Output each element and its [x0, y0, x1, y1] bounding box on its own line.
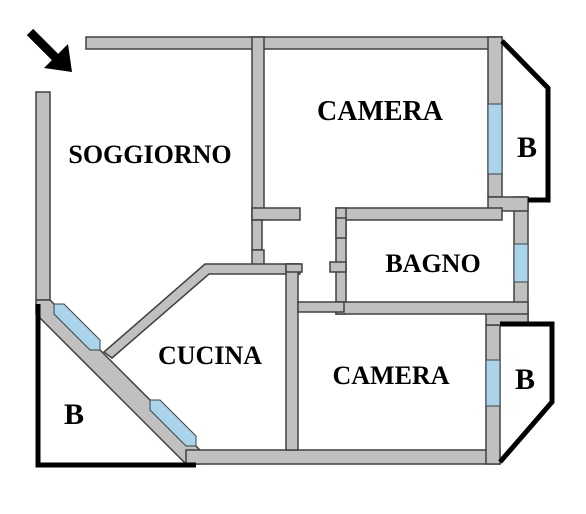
window-camera-top	[487, 103, 503, 175]
window-camera-bottom	[485, 359, 501, 407]
window-soggiorno	[53, 303, 101, 351]
room-label-cucina: CUCINA	[158, 341, 262, 370]
windows	[53, 103, 529, 447]
room-label-camera-top: CAMERA	[317, 96, 444, 127]
window-cucina	[149, 399, 197, 447]
window-bagno	[513, 243, 529, 283]
arrow-down-right-icon	[26, 28, 72, 72]
balcony-rails	[35, 39, 555, 468]
balcony-label-bottom-left: B	[64, 398, 84, 431]
room-label-camera-bottom: CAMERA	[333, 361, 450, 390]
balcony-label-top-right: B	[517, 131, 537, 164]
room-label-soggiorno: SOGGIORNO	[68, 140, 231, 169]
balcony-label-bottom-right: B	[515, 363, 535, 396]
room-label-bagno: BAGNO	[385, 249, 480, 278]
